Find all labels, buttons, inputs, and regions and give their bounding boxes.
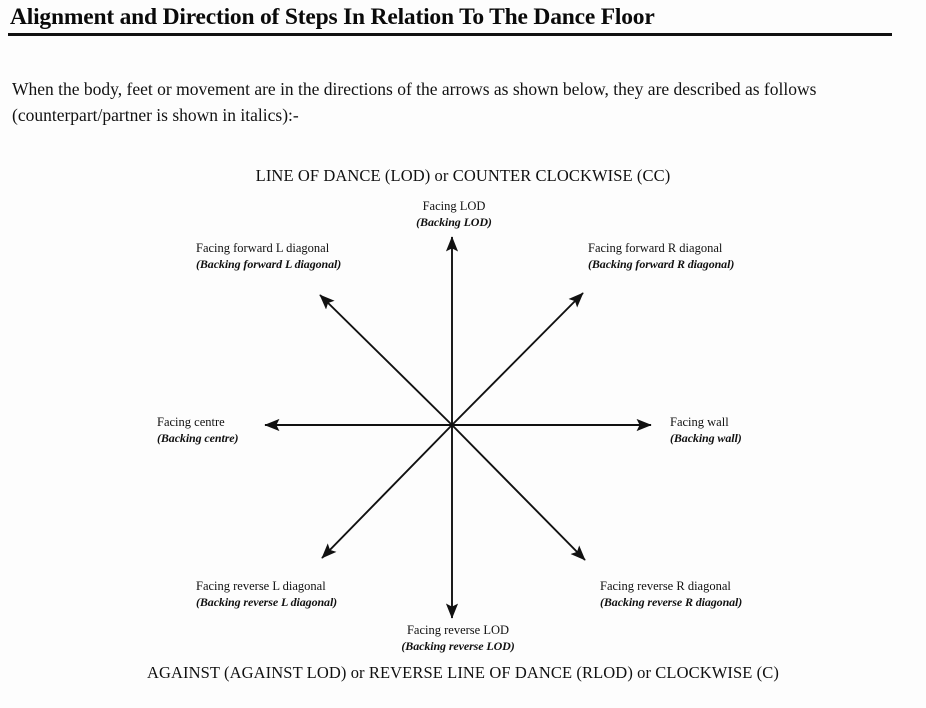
intro-paragraph: When the body, feet or movement are in t… xyxy=(12,78,817,125)
label-direction-north: Facing LOD (Backing LOD) xyxy=(393,198,515,230)
page-title: Alignment and Direction of Steps In Rela… xyxy=(10,4,655,30)
dance-floor-alignment-diagram: LINE OF DANCE (LOD) or COUNTER CLOCKWISE… xyxy=(0,150,926,708)
label-facing-text: Facing centre xyxy=(157,415,225,429)
label-facing-text: Facing LOD xyxy=(422,199,486,213)
label-facing-text: Facing reverse R diagonal xyxy=(600,579,731,593)
label-backing-text: (Backing forward L diagonal) xyxy=(196,257,342,271)
label-facing-text: Facing forward R diagonal xyxy=(588,241,723,255)
label-backing-text: (Backing reverse R diagonal) xyxy=(600,595,743,609)
diagram-top-caption: LINE OF DANCE (LOD) or COUNTER CLOCKWISE… xyxy=(255,166,671,185)
label-direction-northwest: Facing forward L diagonal (Backing forwa… xyxy=(196,240,341,272)
label-backing-text: (Backing reverse L diagonal) xyxy=(196,595,338,609)
label-direction-south: Facing reverse LOD (Backing reverse LOD) xyxy=(383,622,533,654)
eight-direction-arrow-star xyxy=(264,236,652,619)
label-facing-text: Facing reverse L diagonal xyxy=(196,579,326,593)
label-backing-text: (Backing reverse LOD) xyxy=(401,639,515,653)
diagram-bottom-caption: AGAINST (AGAINST LOD) or REVERSE LINE OF… xyxy=(147,663,779,682)
label-backing-text: (Backing forward R diagonal) xyxy=(588,257,735,271)
label-direction-west: Facing centre (Backing centre) xyxy=(157,414,238,446)
arrow-southeast xyxy=(451,424,586,561)
title-underline-rule xyxy=(8,33,892,36)
label-direction-southwest: Facing reverse L diagonal (Backing rever… xyxy=(196,578,337,610)
label-direction-northeast: Facing forward R diagonal (Backing forwa… xyxy=(588,240,734,272)
arrow-southwest xyxy=(321,424,453,559)
label-direction-southeast: Facing reverse R diagonal (Backing rever… xyxy=(600,578,742,610)
arrow-northwest xyxy=(319,294,453,426)
label-facing-text: Facing forward L diagonal xyxy=(196,241,330,255)
arrow-northeast xyxy=(451,292,584,426)
label-facing-text: Facing wall xyxy=(670,415,729,429)
label-direction-east: Facing wall (Backing wall) xyxy=(670,414,742,446)
label-backing-text: (Backing LOD) xyxy=(416,215,492,229)
label-facing-text: Facing reverse LOD xyxy=(406,623,510,637)
label-backing-text: (Backing wall) xyxy=(670,431,742,445)
label-backing-text: (Backing centre) xyxy=(157,431,239,445)
